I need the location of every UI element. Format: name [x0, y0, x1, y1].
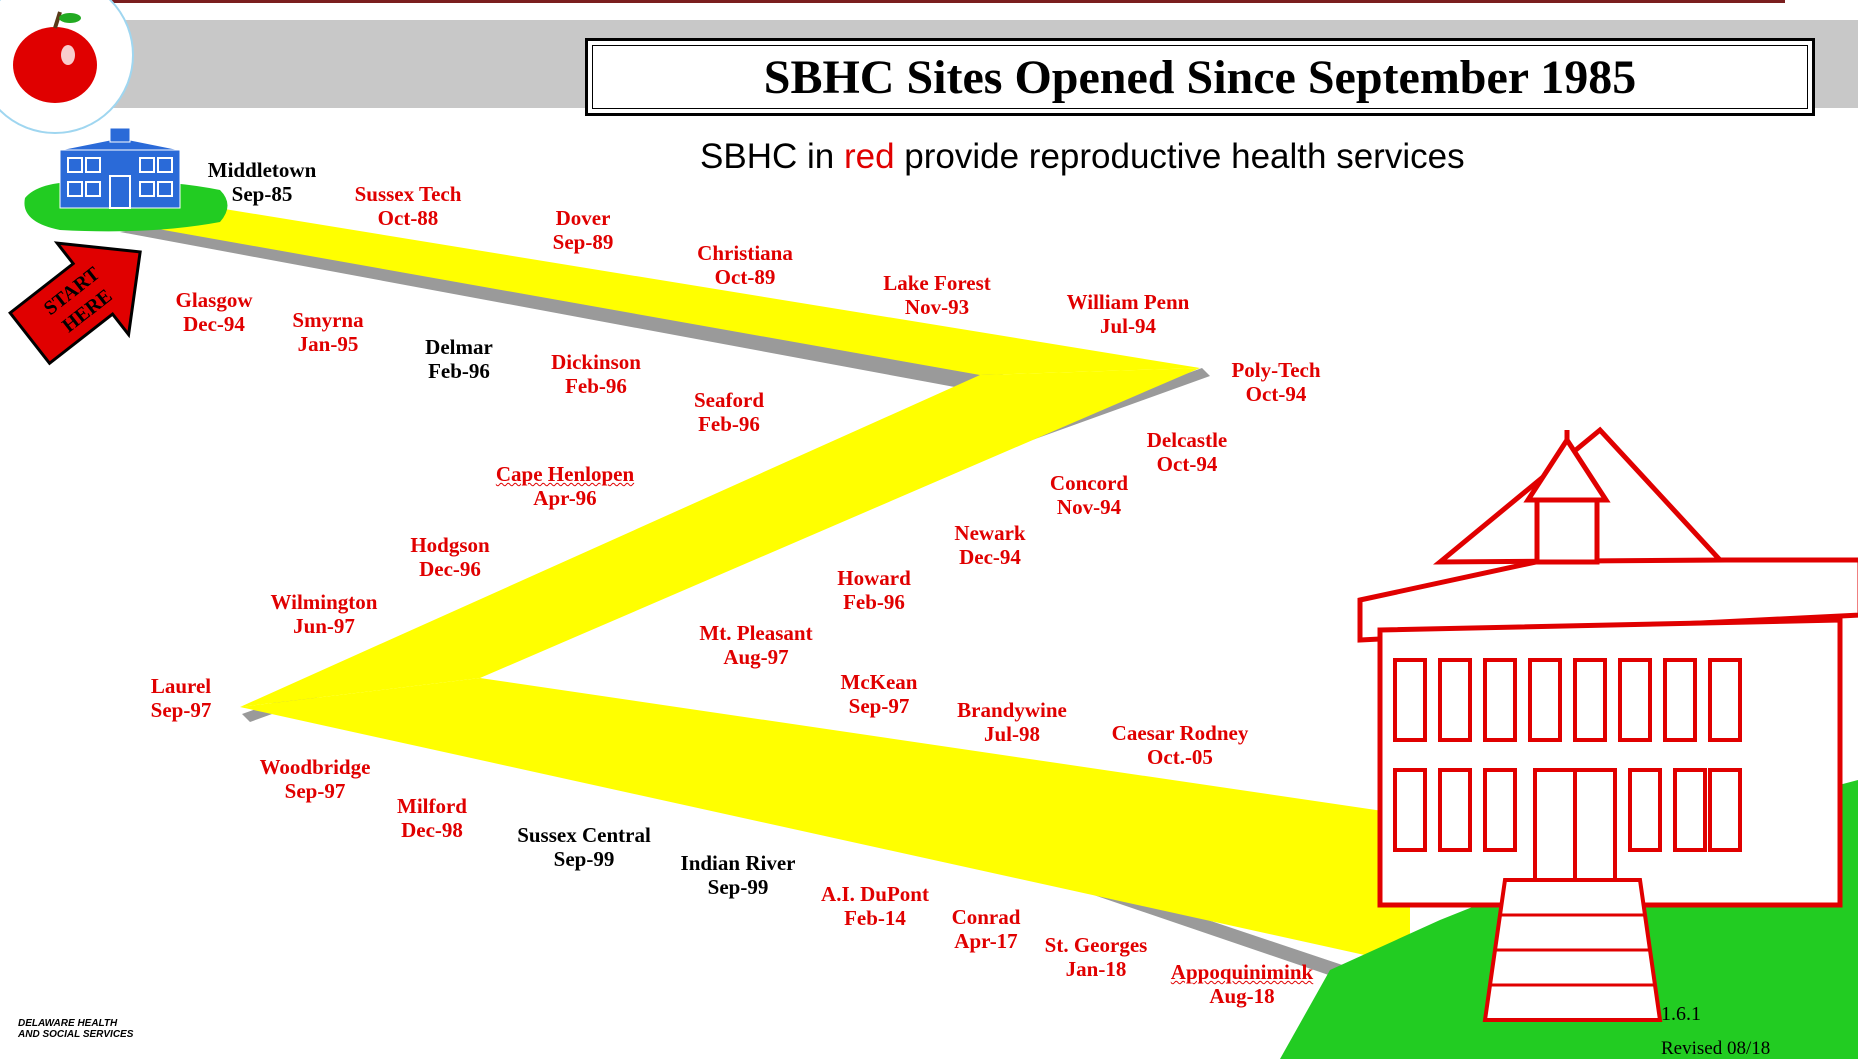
- path-shadow-1: [120, 220, 1010, 388]
- path-segment-3: [240, 678, 1410, 965]
- version-number: 1.6.1: [1661, 1003, 1701, 1025]
- page-title: SBHC Sites Opened Since September 1985: [592, 45, 1808, 109]
- top-rule: [0, 0, 1785, 3]
- path-segment-2: [240, 368, 1200, 707]
- revised-date: Revised 08/18: [1661, 1038, 1771, 1059]
- subtitle-part1: SBHC in: [700, 137, 835, 176]
- subtitle: SBHC in red provide reproductive health …: [700, 137, 1820, 177]
- start-here-arrow: START HERE: [8, 241, 142, 366]
- subtitle-highlight: red: [843, 137, 895, 176]
- title-box: SBHC Sites Opened Since September 1985: [585, 38, 1815, 116]
- logo-apple-icon: [0, 0, 134, 134]
- path-segment-1: [130, 205, 1200, 375]
- subtitle-part2: provide reproductive health services: [904, 137, 1465, 176]
- destination-school-icon: [1357, 426, 1858, 1022]
- agency-logo-text: DELAWARE HEALTH AND SOCIAL SERVICES: [18, 1018, 134, 1040]
- start-school-icon: [24, 127, 228, 232]
